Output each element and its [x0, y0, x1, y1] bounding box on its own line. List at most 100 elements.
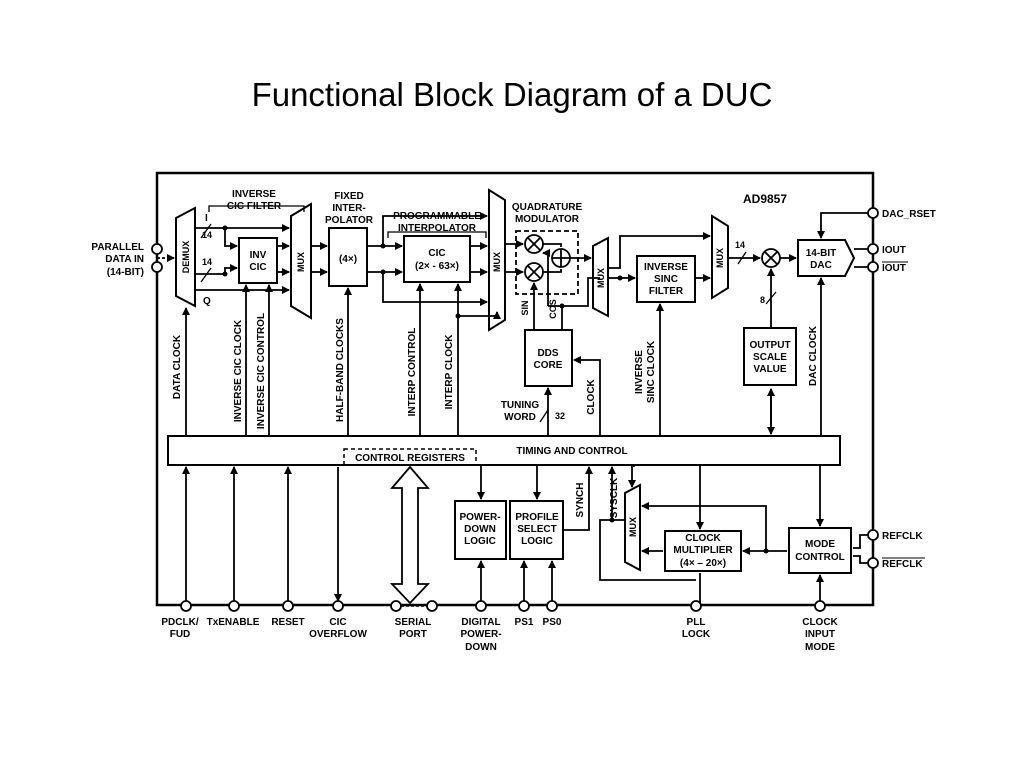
output-scale-value-label-2: SCALE [753, 352, 787, 363]
mux3-block [592, 236, 609, 318]
refclk-bar-pin-label: REFCLK [882, 559, 923, 570]
iout-bar-pin-label: IOUT [882, 263, 906, 274]
clock-input-mode-pin-label-2: INPUT [805, 629, 835, 640]
control-registers-label: CONTROL REGISTERS [355, 453, 465, 464]
cic-label-1: CIC [428, 248, 445, 259]
dds-core-label-2: CORE [534, 360, 563, 371]
data-clock-label: DATA CLOCK [172, 334, 183, 399]
cic-label-2: (2× - 63×) [415, 261, 459, 272]
clock-multiplier-label-3: (4× – 20×) [680, 558, 726, 569]
output-scale-value-block [743, 327, 797, 386]
inv-cic-label-2: CIC [249, 262, 266, 273]
power-down-logic-label-1: POWER- [459, 512, 500, 523]
q-signal-label: Q [203, 296, 211, 307]
inverse-sinc-filter-label-1: INVERSE [644, 262, 688, 273]
refclk-pin-label: REFCLK [882, 531, 923, 542]
dds-core-label-1: DDS [537, 348, 558, 359]
pin-serial-port-a [390, 600, 402, 612]
output-scale-value-label-1: OUTPUT [749, 340, 790, 351]
sin-label: SIN [520, 300, 530, 315]
digital-power-down-pin-label-3: DOWN [465, 642, 497, 653]
fixed-interpolator-label-1: FIXED [334, 191, 363, 202]
serial-port-pin-label-2: PORT [399, 629, 427, 640]
quadrature-modulator-box [515, 230, 579, 295]
programmable-interpolator-label-2: INTERPOLATOR [398, 223, 477, 234]
timing-and-control-block [167, 435, 841, 466]
demux-block [175, 206, 196, 308]
i-multiplier-icon [524, 234, 544, 254]
clock-input-mode-pin-label-1: CLOCK [802, 617, 838, 628]
inverse-sinc-filter-label-3: FILTER [649, 286, 684, 297]
parallel-data-label-3: (14-BIT) [107, 267, 144, 278]
reset-pin-label: RESET [271, 617, 304, 628]
power-down-logic-block [454, 500, 507, 560]
dac-clock-label: DAC CLOCK [808, 325, 819, 386]
dac-label-1: 14-BIT [806, 248, 837, 259]
tuning-word-label-2: WORD [504, 412, 536, 423]
cos-label: COS [548, 299, 558, 319]
serial-port-pin-label-1: SERIAL [395, 617, 432, 628]
pin-txenable [228, 600, 240, 612]
q-multiplier-icon [524, 262, 544, 282]
inv-cic-label-1: INV [250, 250, 267, 261]
mux2-label: MUX [492, 252, 502, 272]
dds-core-block [524, 329, 573, 387]
digital-power-down-pin-label-1: DIGITAL [461, 617, 500, 628]
scale-multiplier-icon [761, 248, 781, 268]
chip-part-number: AD9857 [743, 192, 787, 206]
bus14-a-label: 14 [202, 230, 212, 240]
power-down-logic-label-2: DOWN [464, 524, 496, 535]
slide-title: Functional Block Diagram of a DUC [251, 76, 773, 113]
pll-lock-pin-label-2: LOCK [682, 629, 711, 640]
demux-label: DEMUX [181, 241, 191, 274]
sysclk-label: SYSCLK [609, 477, 620, 518]
profile-select-logic-label-1: PROFILE [515, 512, 559, 523]
pin-ps0 [546, 600, 558, 612]
profile-select-logic-label-3: LOGIC [521, 536, 553, 547]
serial-port-arrow [389, 465, 431, 605]
quadrature-modulator-label-2: MODULATOR [515, 214, 580, 225]
clock-multiplier-label-1: CLOCK [685, 533, 721, 544]
half-band-clocks-label: HALF-BAND CLOCKS [335, 318, 346, 422]
clock-label: CLOCK [586, 378, 597, 414]
iout-pin-label: IOUT [882, 245, 906, 256]
dac-block [797, 239, 856, 277]
pin-cic-overflow [332, 600, 344, 612]
fixed-interp-rate-label: (4×) [339, 254, 357, 265]
pin-refclk [867, 529, 879, 541]
programmable-interpolator-label-1: PROGRAMMABLE [393, 211, 481, 222]
pin-iout [867, 243, 879, 255]
digital-power-down-pin-label-2: POWER- [460, 629, 501, 640]
mux4-block [711, 214, 729, 300]
timing-and-control-label: TIMING AND CONTROL [516, 446, 627, 457]
bus14-b-label: 14 [202, 257, 212, 267]
inverse-sinc-filter-label-2: SINC [654, 274, 678, 285]
quadrature-modulator-label-1: QUADRATURE [512, 202, 583, 213]
pdclk-pin-label-2: FUD [170, 629, 191, 640]
parallel-data-label-2: DATA IN [105, 254, 144, 265]
pin-parallel-data-b [151, 261, 163, 273]
mux3-label: MUX [596, 268, 606, 288]
pin-ps1 [518, 600, 530, 612]
pll-lock-pin-label-1: PLL [687, 617, 706, 628]
chip-outline [155, 171, 875, 607]
profile-select-logic-label-2: SELECT [517, 524, 556, 535]
pin-dac-rset [867, 207, 879, 219]
tuning-word-label-1: TUNING [501, 400, 540, 411]
pin-pdclk [180, 600, 192, 612]
parallel-data-label-1: PARALLEL [91, 242, 144, 253]
bus8-label: 8 [760, 295, 765, 305]
inverse-cic-filter-label-1: INVERSE [232, 189, 276, 200]
power-down-logic-label-3: LOGIC [464, 536, 496, 547]
pin-pll-lock [690, 600, 702, 612]
pdclk-pin-label-1: PDCLK/ [161, 617, 198, 628]
bus32-label: 32 [555, 411, 565, 421]
inverse-sinc-filter-block [636, 255, 696, 303]
inverse-cic-filter-label-2: CIC FILTER [227, 201, 282, 212]
mux2-block [488, 188, 506, 332]
pin-refclk-bar [867, 557, 879, 569]
pin-iout-bar [867, 261, 879, 273]
inverse-sinc-clock-label-2: SINC CLOCK [646, 340, 657, 403]
interp-control-label: INTERP CONTROL [407, 328, 418, 417]
